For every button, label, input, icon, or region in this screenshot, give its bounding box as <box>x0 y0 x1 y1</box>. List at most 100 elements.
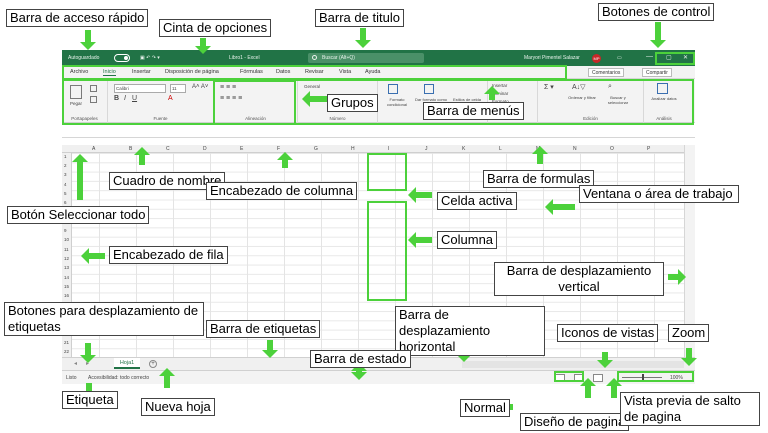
column-highlight <box>367 201 407 301</box>
format-cells[interactable]: Formato <box>492 99 509 104</box>
row-header[interactable]: 15 <box>64 284 70 289</box>
font-name-select[interactable]: Calibri <box>114 84 166 93</box>
horizontal-scrollbar[interactable] <box>462 361 684 368</box>
arrow-name-box <box>134 147 150 165</box>
column-header[interactable]: B <box>129 146 133 152</box>
copy-icon[interactable] <box>90 96 97 103</box>
column-header[interactable]: L <box>499 146 502 152</box>
row-header[interactable]: 11 <box>64 247 69 252</box>
analyze-data-icon[interactable] <box>657 83 668 94</box>
arrow-view-icons <box>597 352 613 368</box>
view-icons-highlight <box>554 371 584 382</box>
cut-icon[interactable] <box>90 85 97 92</box>
row-header[interactable]: 13 <box>64 265 70 270</box>
arrow-work-area <box>545 199 575 215</box>
close-icon[interactable]: ✕ <box>683 55 689 61</box>
sheet-tab[interactable]: Hoja1 <box>114 358 140 369</box>
autosave-toggle[interactable] <box>114 54 130 62</box>
column-header[interactable]: N <box>573 146 577 152</box>
font-grow-icon[interactable]: A˄ A˅ <box>192 84 209 90</box>
ribbon-display-icon[interactable]: ▭ <box>617 55 622 61</box>
underline-icon[interactable]: U <box>132 95 138 102</box>
column-header[interactable]: I <box>388 146 390 152</box>
column-header[interactable]: F <box>277 146 281 152</box>
column-header[interactable]: P <box>647 146 651 152</box>
row-header[interactable]: 14 <box>64 275 70 280</box>
menu-insertar[interactable]: Insertar <box>132 69 151 75</box>
arrow-active-cell <box>408 187 432 203</box>
menu-revisar[interactable]: Revisar <box>305 69 324 75</box>
row-header[interactable]: 4 <box>64 182 67 187</box>
label-page-break: Vista previa de salto de pagina <box>620 392 760 426</box>
page-break-preview-icon[interactable] <box>593 374 603 382</box>
find-icon[interactable]: ⌕ <box>608 83 612 90</box>
accessibility-status[interactable]: Accesibilidad: todo correcto <box>88 375 150 381</box>
conditional-format-label: Formato condicional <box>386 97 407 107</box>
zoom-level[interactable]: 100% <box>670 375 683 381</box>
zoom-highlight <box>617 371 694 382</box>
column-header[interactable]: C <box>166 146 170 152</box>
row-header[interactable]: 16 <box>64 293 70 298</box>
column-header[interactable]: O <box>610 146 614 152</box>
row-header[interactable]: 22 <box>64 349 70 354</box>
comments-button[interactable]: Comentarios <box>588 68 625 77</box>
column-header[interactable]: A <box>92 146 96 152</box>
row-header[interactable]: 2 <box>64 163 67 168</box>
menu-vista[interactable]: Vista <box>339 69 352 75</box>
column-header[interactable]: E <box>240 146 244 152</box>
row-header[interactable]: 21 <box>64 340 70 345</box>
vertical-scrollbar[interactable] <box>684 145 695 370</box>
align-icons[interactable]: ≡ ≡ ≡ <box>220 84 237 91</box>
menu-ayuda[interactable]: Ayuda <box>365 69 381 75</box>
font-color-icon[interactable]: A <box>168 95 173 102</box>
insert-cells[interactable]: Insertar <box>492 83 508 88</box>
maximize-icon[interactable]: ▢ <box>666 55 672 61</box>
row-header[interactable]: 3 <box>64 172 67 177</box>
row-header[interactable]: 12 <box>64 256 70 261</box>
zoom-slider-thumb[interactable] <box>642 374 644 381</box>
bold-icon[interactable]: B <box>114 95 120 102</box>
row-header[interactable]: 6 <box>64 200 67 205</box>
search-input[interactable]: Buscar (Alt+Q) <box>308 53 424 63</box>
share-button[interactable]: Compartir <box>642 68 672 77</box>
font-size-select[interactable]: 11 <box>170 84 186 93</box>
number-format-select[interactable]: General <box>304 84 321 89</box>
row-header[interactable]: 9 <box>64 228 67 233</box>
column-header[interactable]: H <box>351 146 355 152</box>
column-header[interactable]: J <box>425 146 428 152</box>
label-hscroll: Barra de desplazamiento horizontal <box>395 306 545 356</box>
row-header[interactable]: 1 <box>64 154 67 159</box>
column-header[interactable]: G <box>314 146 318 152</box>
tab-scroll-right-icon[interactable]: ▸ <box>86 361 90 367</box>
autosum-icon[interactable]: Σ ▾ <box>544 84 554 91</box>
menu-bar: Archivo Inicio Insertar Disposición de p… <box>62 66 695 79</box>
new-sheet-button[interactable]: + <box>149 360 157 368</box>
paste-icon[interactable] <box>70 85 82 99</box>
align-icons-2[interactable]: ≡ ≡ ≡ ≡ <box>220 95 243 102</box>
menu-formulas[interactable]: Fórmulas <box>240 69 263 75</box>
formula-bar[interactable] <box>62 130 695 138</box>
menu-disposicion[interactable]: Disposición de página <box>165 69 219 75</box>
conditional-format-icon[interactable] <box>388 84 398 94</box>
delete-cells[interactable]: Eliminar <box>492 91 509 96</box>
label-groups: Grupos <box>327 94 378 112</box>
control-buttons-highlight <box>655 52 695 65</box>
column-header[interactable]: D <box>203 146 207 152</box>
avatar[interactable]: MP <box>592 54 601 63</box>
ribbon: Pegar Portapapeles Calibri 11 A˄ A˅ B I … <box>62 79 695 123</box>
column-header[interactable]: K <box>462 146 466 152</box>
window-title: Libro1 - Excel <box>229 55 260 61</box>
save-icon[interactable]: ▣ ↶ ↷ ▾ <box>140 55 160 61</box>
arrow-page-break <box>606 378 622 398</box>
row-header[interactable]: 10 <box>64 237 70 242</box>
row-header[interactable]: 5 <box>64 191 67 196</box>
label-page-layout: Diseño de pagina <box>520 413 630 431</box>
tab-scroll-left-icon[interactable]: ◂ <box>74 361 78 367</box>
menu-datos[interactable]: Datos <box>276 69 291 75</box>
menu-inicio[interactable]: Inicio <box>103 69 116 76</box>
format-table-icon[interactable] <box>424 84 434 94</box>
italic-icon[interactable]: I <box>124 95 126 102</box>
sort-filter-icon[interactable]: A↓▽ <box>572 84 586 91</box>
minimize-icon[interactable]: — <box>646 53 653 60</box>
menu-archivo[interactable]: Archivo <box>70 69 89 75</box>
